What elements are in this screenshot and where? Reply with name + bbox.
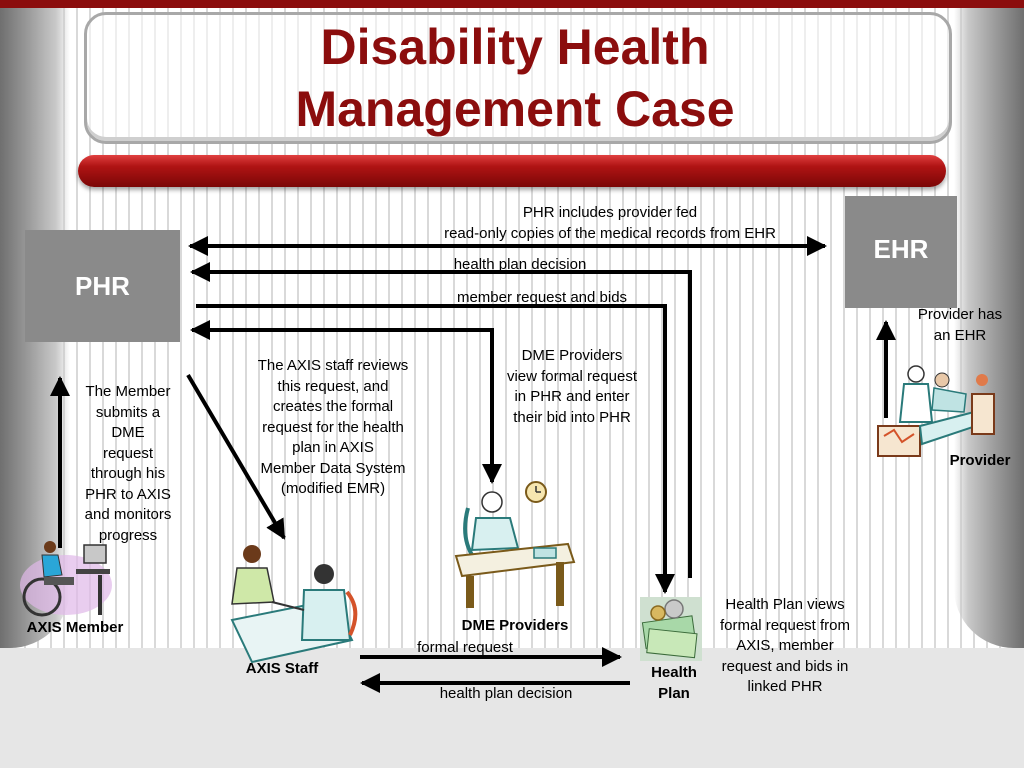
label-member-request-bids: member request and bids: [456, 289, 628, 306]
title-divider-bar: [78, 155, 946, 187]
staff-meeting-icon: [230, 545, 358, 664]
title-line-1: Disability Health: [320, 19, 710, 75]
arrow-dme-to-phr: [190, 320, 502, 484]
money-icon: [640, 597, 702, 661]
arrow-plan-decision-to-phr: [190, 262, 692, 578]
actor-axis-staff: AXIS Staff: [245, 660, 319, 677]
phr-box: PHR: [25, 230, 180, 342]
title-frame: [84, 12, 952, 144]
actor-axis-member: AXIS Member: [26, 619, 124, 636]
title-line-2: Management Case: [295, 81, 735, 137]
actor-dme-providers: DME Providers: [461, 617, 569, 634]
top-bar: [0, 0, 1024, 8]
arrow-member-request-to-plan: [196, 304, 675, 594]
label-plan-decision-bottom: health plan decision: [439, 685, 573, 702]
floor-background: [0, 648, 1024, 768]
label-formal-request: formal request: [417, 639, 513, 656]
provider-desk-icon: [454, 481, 576, 608]
arrow-phr-to-staff: [186, 373, 286, 540]
right-curtain: [954, 8, 1024, 648]
label-plan-decision-top: health plan decision: [453, 256, 587, 273]
doctor-patient-icon: [877, 365, 995, 457]
ehr-box: EHR: [845, 196, 957, 308]
wheelchair-user-icon: [20, 541, 112, 617]
page-title: Disability Health Management Case: [150, 16, 880, 140]
actor-provider: Provider: [949, 452, 1011, 469]
